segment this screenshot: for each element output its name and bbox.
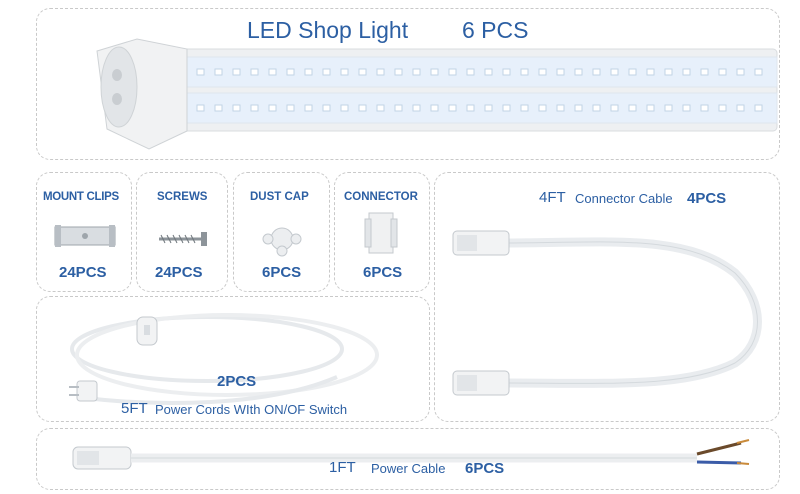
connector-label: CONNECTOR [344, 191, 418, 203]
led-row-bottom [196, 104, 763, 112]
power-cable-length: 1FT [329, 459, 356, 476]
screws-panel: SCREWS 24PCS [136, 172, 228, 292]
product-title: LED Shop Light [247, 17, 409, 43]
screws-label: SCREWS [157, 191, 208, 203]
mount-clips-qty: 24PCS [59, 264, 107, 281]
mount-clip-icon [54, 225, 116, 247]
connector-icon [364, 212, 398, 254]
power-cord-name: Power Cords WIth ON/OF Switch [155, 402, 348, 417]
connector-cable-image [452, 230, 762, 396]
led-light-panel: LED Shop Light 6 PCS [36, 8, 780, 160]
connector-cable-panel: 4FT Connector Cable 4PCS [434, 172, 780, 422]
power-cord-length: 5FT [121, 400, 148, 417]
power-cable-panel: 1FT Power Cable 6PCS [36, 428, 780, 490]
led-row-top [196, 68, 763, 76]
power-cable-name: Power Cable [371, 461, 446, 476]
mount-clips-panel: MOUNT CLIPS 24PCS [36, 172, 132, 292]
dust-cap-icon [262, 227, 302, 257]
power-cord-panel: 2PCS 5FT Power Cords WIth ON/OF Switch [36, 296, 430, 422]
dust-cap-label: DUST CAP [250, 191, 309, 203]
connector-cable-length: 4FT [539, 189, 566, 206]
mount-clips-label: MOUNT CLIPS [43, 191, 119, 203]
dust-cap-panel: DUST CAP 6PCS [233, 172, 330, 292]
power-cable-qty: 6PCS [465, 460, 505, 477]
screws-qty: 24PCS [155, 264, 203, 281]
led-tube-image [96, 38, 778, 150]
connector-cable-qty: 4PCS [687, 190, 727, 207]
screw-icon [159, 232, 207, 246]
power-cord-qty: 2PCS [217, 373, 257, 390]
power-cord-image [69, 313, 379, 405]
connector-qty: 6PCS [363, 264, 403, 281]
dust-cap-qty: 6PCS [262, 264, 302, 281]
connector-cable-name: Connector Cable [575, 191, 673, 206]
power-cable-image [72, 439, 750, 470]
connector-panel: CONNECTOR 6PCS [334, 172, 430, 292]
product-quantity: 6 PCS [462, 17, 529, 43]
